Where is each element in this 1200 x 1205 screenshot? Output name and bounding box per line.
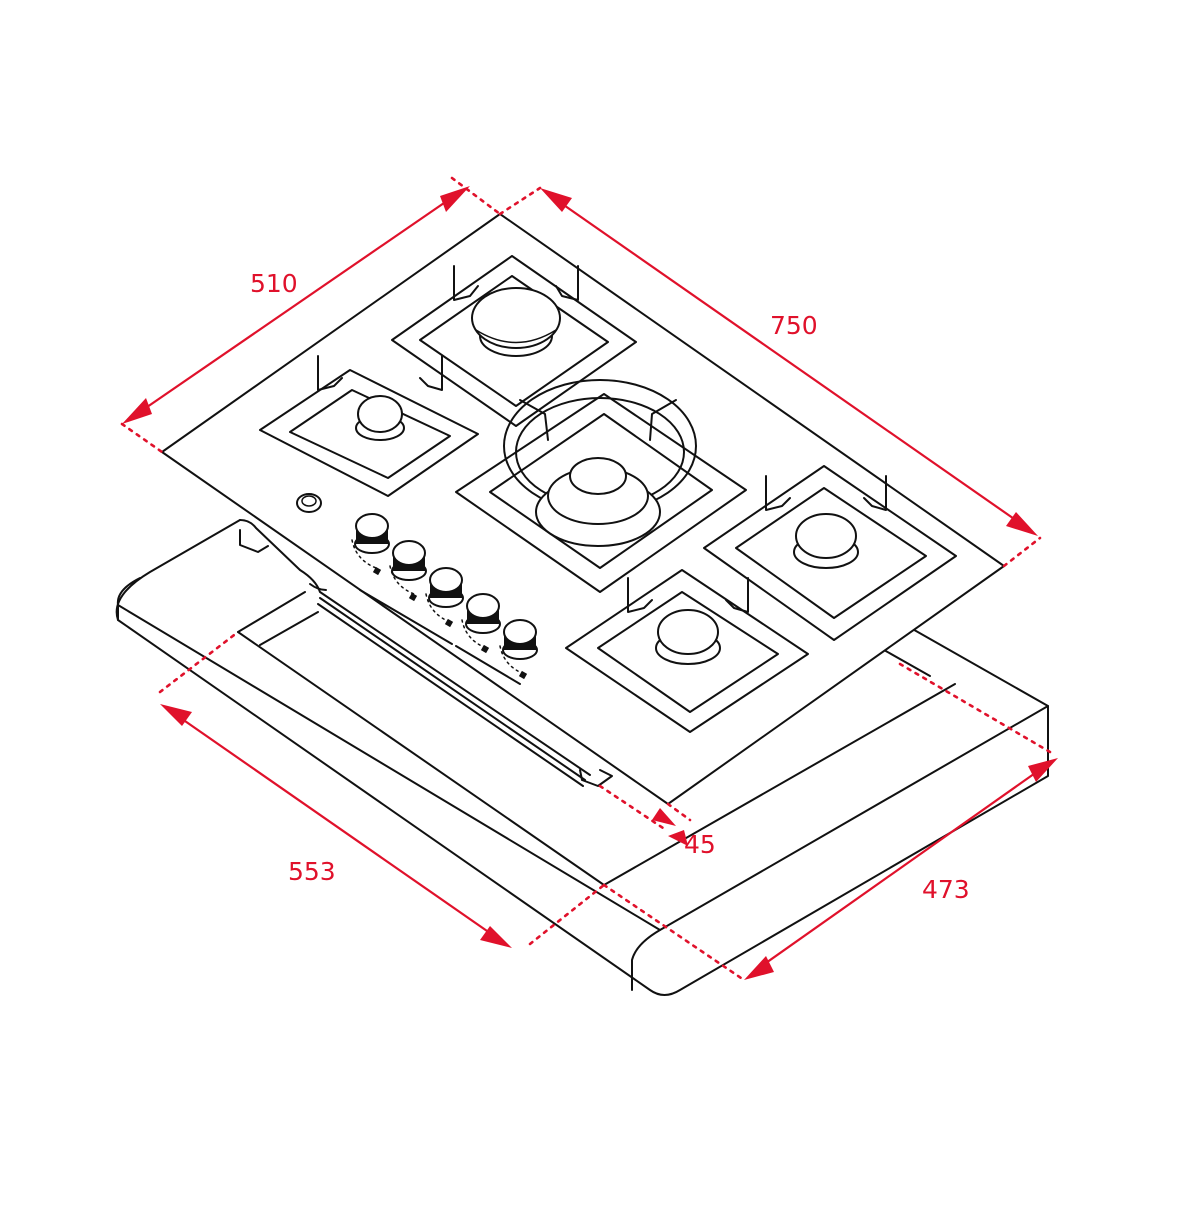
dimension-750: 750 [498, 186, 1042, 568]
label-510: 510 [250, 269, 298, 298]
label-553: 553 [288, 857, 336, 886]
burner-front [565, 569, 809, 733]
label-45: 45 [684, 830, 716, 859]
label-750: 750 [770, 311, 818, 340]
knob-2-icon [391, 540, 427, 581]
label-473: 473 [922, 875, 970, 904]
dimension-510: 510 [120, 176, 502, 454]
ignition-button [296, 493, 322, 513]
burner-center-wok [455, 379, 747, 593]
knob-4-icon [465, 593, 501, 634]
burner-right [703, 465, 957, 641]
worktop [115, 439, 1049, 996]
burner-rear-left [259, 355, 479, 497]
knob-3-icon [428, 567, 464, 608]
burner-rear-center [391, 255, 637, 427]
knob-1-icon [354, 513, 390, 554]
dimension-473: 473 [602, 662, 1058, 982]
fixing-clamp-icon [579, 769, 613, 787]
knob-5-icon [502, 619, 538, 660]
dimension-553: 553 [158, 630, 606, 948]
fixing-clamp-icon [239, 529, 269, 553]
dimension-45: 45 [598, 784, 716, 859]
control-knobs [351, 513, 538, 685]
